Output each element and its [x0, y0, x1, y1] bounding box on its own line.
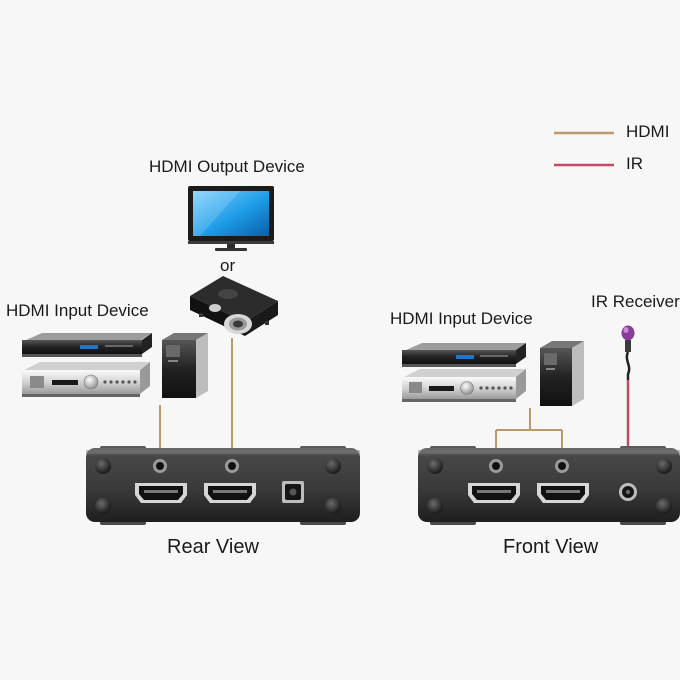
- hdmi-port-icon: [204, 483, 256, 503]
- hdmi-cables: [159, 338, 563, 460]
- front-view-label: Front View: [503, 536, 599, 558]
- hdmi-output-device-label: HDMI Output Device: [149, 157, 305, 176]
- ir-jack-icon: [225, 459, 239, 473]
- monitor-icon: [188, 186, 274, 251]
- ir-jack-icon: [555, 459, 569, 473]
- dvd-player-icon: [402, 343, 526, 367]
- hdmi-input-device-label-left: HDMI Input Device: [6, 301, 149, 320]
- ir-receiver-icon: [621, 325, 635, 380]
- ir-receiver-label: IR Receiver: [591, 292, 680, 311]
- legend-ir-label: IR: [626, 154, 643, 173]
- hdmi-port-icon: [468, 483, 520, 503]
- front-view-device: [418, 446, 680, 525]
- ir-jack-icon: [619, 483, 637, 501]
- av-receiver-icon: [402, 369, 526, 402]
- power-jack-icon: [282, 481, 304, 503]
- pc-tower-icon: [540, 341, 584, 406]
- legend-hdmi-label: HDMI: [626, 122, 670, 141]
- rear-view-device: [86, 446, 360, 525]
- av-receiver-icon: [22, 362, 150, 397]
- dvd-player-icon: [22, 333, 152, 357]
- ir-jack-icon: [153, 459, 167, 473]
- rear-view-label: Rear View: [167, 536, 259, 558]
- ir-jack-icon: [489, 459, 503, 473]
- hdmi-port-icon: [537, 483, 589, 503]
- or-label: or: [220, 256, 236, 275]
- hdmi-input-device-label-right: HDMI Input Device: [390, 309, 533, 328]
- projector-icon: [190, 276, 278, 336]
- hdmi-port-icon: [135, 483, 187, 503]
- pc-tower-icon: [162, 333, 208, 398]
